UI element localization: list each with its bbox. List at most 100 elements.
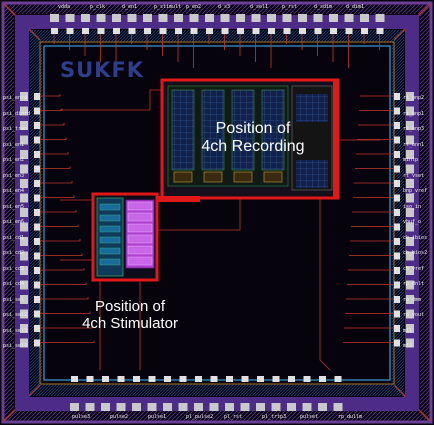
bond-pad [65, 14, 75, 22]
bond-pad [406, 266, 414, 275]
bond-pad [128, 28, 136, 34]
pin-label-left: psi_en5 [3, 203, 25, 210]
bond-pad [221, 28, 229, 34]
route-wire [40, 297, 89, 300]
bond-pad [406, 106, 414, 116]
bond-pad [406, 295, 414, 304]
pin-label-right: rt_bnp3 [403, 126, 425, 132]
bond-pad [406, 135, 414, 145]
stimulator-label-line2: 4ch Stimulator [82, 315, 178, 333]
bond-pad [143, 14, 152, 22]
pin-label-left: psi_cd4 [3, 281, 25, 287]
pin-label-right: rt_bnp1 [403, 110, 425, 117]
pin-label-bottom: pulse1 [148, 414, 167, 420]
pin-label-top: d_en1 [122, 4, 138, 10]
pin-label-right: rp_dnlt [403, 281, 425, 287]
bond-pad [116, 403, 126, 411]
bond-pad [34, 151, 40, 158]
bond-pad [271, 403, 281, 411]
bond-pad [225, 403, 234, 411]
bond-pad [163, 403, 172, 411]
bond-pad [220, 14, 230, 22]
pin-label-left: psi_en1 [3, 141, 25, 148]
pin-label-left: psi_sel [3, 296, 25, 303]
bond-pad [252, 28, 260, 34]
bond-pad [394, 310, 400, 318]
route-wire [40, 210, 77, 213]
bond-pad [268, 28, 275, 34]
recording-channel [171, 89, 195, 171]
pin-label-left: psi_tran [3, 126, 28, 132]
stimulator-cell [127, 234, 153, 244]
bond-pad [298, 14, 307, 22]
route-wire [40, 239, 81, 242]
bond-pad [394, 238, 400, 245]
bond-pad [394, 107, 400, 115]
route-wire [40, 123, 65, 126]
bond-pad [283, 28, 291, 34]
bond-pad [159, 28, 167, 34]
stimulator-driver [99, 203, 121, 211]
pin-label-left: psi_cd2 [3, 250, 25, 256]
bond-pad [20, 164, 28, 174]
recording-position-label: Position of 4ch Recording [178, 120, 328, 157]
bond-pad [406, 324, 414, 333]
pin-label-bottom: pl_pulse2 [186, 414, 214, 420]
bond-pad [144, 28, 151, 34]
recording-channel [231, 89, 255, 171]
route-wire [60, 89, 162, 111]
route-wire [40, 137, 67, 140]
bond-pad [189, 14, 199, 22]
bond-pad [394, 223, 400, 231]
bond-pad [66, 28, 74, 34]
recording-amp [233, 171, 253, 183]
bond-pad [406, 237, 414, 246]
recording-channel [261, 89, 285, 171]
stimulator-cells [99, 201, 153, 266]
bond-pad [20, 135, 28, 145]
bond-pad [190, 28, 198, 34]
bond-pad [20, 280, 28, 290]
route-wire [40, 152, 69, 155]
bond-pad [272, 376, 280, 382]
routing-wires [40, 34, 394, 371]
bond-pad [127, 14, 137, 22]
bond-pad [303, 376, 311, 382]
pin-label-right: rt_bnn1 [403, 141, 425, 148]
bond-pad [209, 403, 219, 411]
bond-pad [205, 14, 214, 22]
bond-pad [132, 403, 141, 411]
pin-label-right: cb_ibios [403, 234, 428, 241]
recording-label-line1: Position of [215, 120, 291, 137]
route-wire [40, 268, 85, 271]
bond-pad [20, 338, 28, 348]
pin-label-top: p_clk [90, 4, 106, 10]
bond-pad [394, 122, 400, 129]
pin-label-top: vdda [58, 4, 71, 10]
stimulator-label-line1: Position of [94, 298, 166, 315]
bond-pad [406, 251, 414, 261]
bond-pad [394, 136, 400, 144]
bond-pad [20, 222, 28, 232]
bond-pad [334, 376, 342, 382]
bond-pad [282, 14, 292, 22]
bond-pad [102, 376, 109, 382]
stimulator-cell [127, 223, 153, 233]
route-wire [40, 181, 73, 184]
bond-pad [113, 28, 120, 34]
bond-pad [34, 223, 40, 231]
stimulator-driver [99, 225, 121, 233]
bond-pad [394, 267, 400, 274]
pin-label-left: psi_sel2 [3, 312, 28, 318]
bond-pad [330, 28, 337, 34]
bond-pad [344, 14, 354, 22]
route-wire [40, 282, 87, 285]
bond-pad [164, 376, 171, 382]
stimulator-position-label: Position of 4ch Stimulator [60, 298, 200, 333]
route-wire [157, 198, 241, 231]
bond-pad [34, 107, 40, 115]
recording-amp [173, 171, 193, 183]
pin-label-left: psi_sel4 [3, 343, 28, 349]
chip-logo: SUKFK [60, 58, 145, 82]
